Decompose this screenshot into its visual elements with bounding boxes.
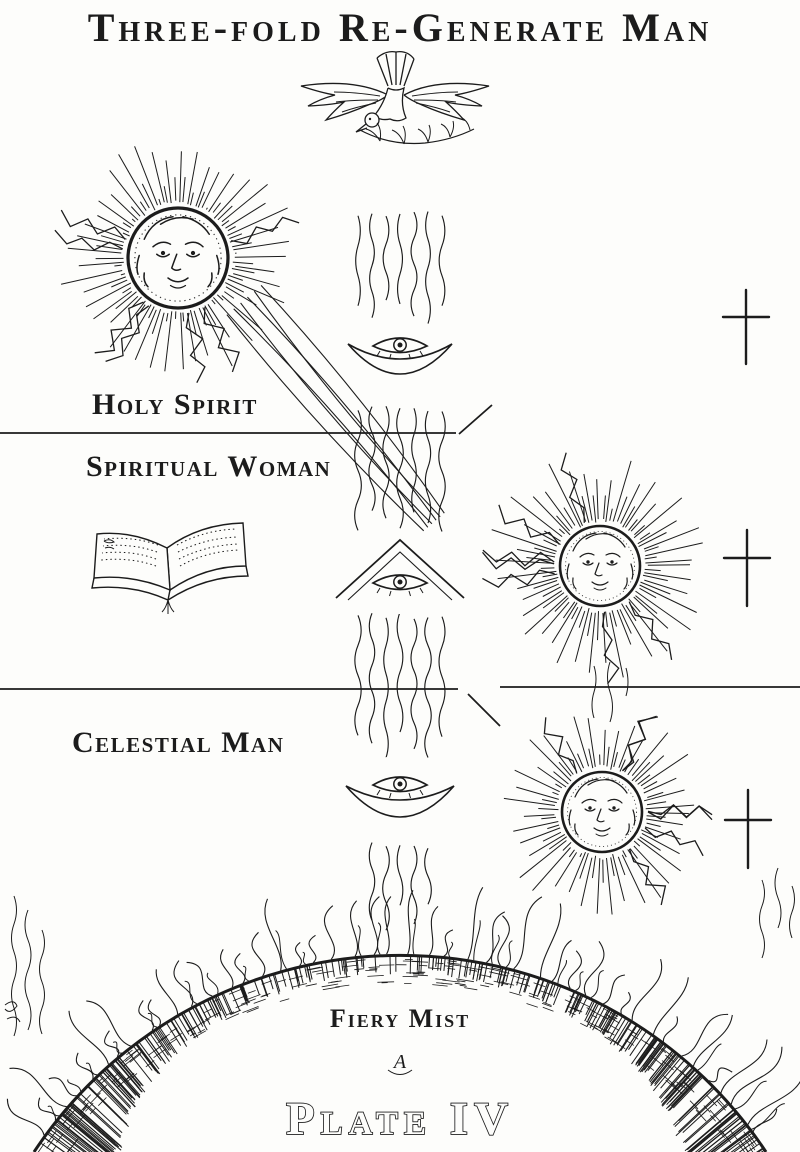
crosses xyxy=(721,288,773,870)
open-book-icon xyxy=(91,522,249,614)
label-celestial-man: Celestial Man xyxy=(72,726,285,759)
eye-over-crescent-emblem-3 xyxy=(342,756,458,840)
holy-spirit-sun xyxy=(54,146,300,383)
dome-hatching xyxy=(37,956,764,1152)
artist-monogram-left-icon xyxy=(4,1001,21,1023)
spiritual-woman-sun xyxy=(481,452,703,685)
divider-tick-1 xyxy=(458,404,493,435)
artist-monogram-letter: A xyxy=(392,1051,407,1073)
sun-face-icon xyxy=(126,206,230,310)
dome-arc-outline xyxy=(32,953,768,1152)
sun-face-icon xyxy=(560,770,644,854)
book-sigil xyxy=(103,539,115,550)
cross-icon xyxy=(721,288,771,366)
sun-connector-strands xyxy=(591,661,629,723)
label-fiery-mist: Fiery Mist xyxy=(329,1004,471,1033)
cross-icon xyxy=(723,788,773,870)
monogram-swash xyxy=(387,1069,413,1075)
eye-under-chevron-emblem-2 xyxy=(335,530,465,614)
fiery-mist-dome xyxy=(6,867,800,1152)
artist-monogram: A xyxy=(387,1051,413,1075)
spirit-beams xyxy=(226,285,445,532)
descending-ray-column xyxy=(354,211,446,931)
page-title: Three-fold Re-Generate Man xyxy=(87,5,713,50)
cross-icon xyxy=(722,528,772,608)
dove-icon xyxy=(300,50,490,145)
divider-lines xyxy=(0,404,800,727)
plate-caption: Plate IV xyxy=(286,1093,514,1145)
eye-over-crescent-emblem-1 xyxy=(342,322,458,398)
eye-emblems xyxy=(335,322,465,840)
divider-tick-2 xyxy=(467,693,501,727)
margin-flames xyxy=(11,867,795,1037)
label-spiritual-woman: Spiritual Woman xyxy=(86,450,332,483)
flames xyxy=(6,887,800,1136)
celestial-man-sun xyxy=(503,715,713,915)
sun-face-icon xyxy=(558,524,642,608)
label-holy-spirit: Holy Spirit xyxy=(92,388,258,421)
